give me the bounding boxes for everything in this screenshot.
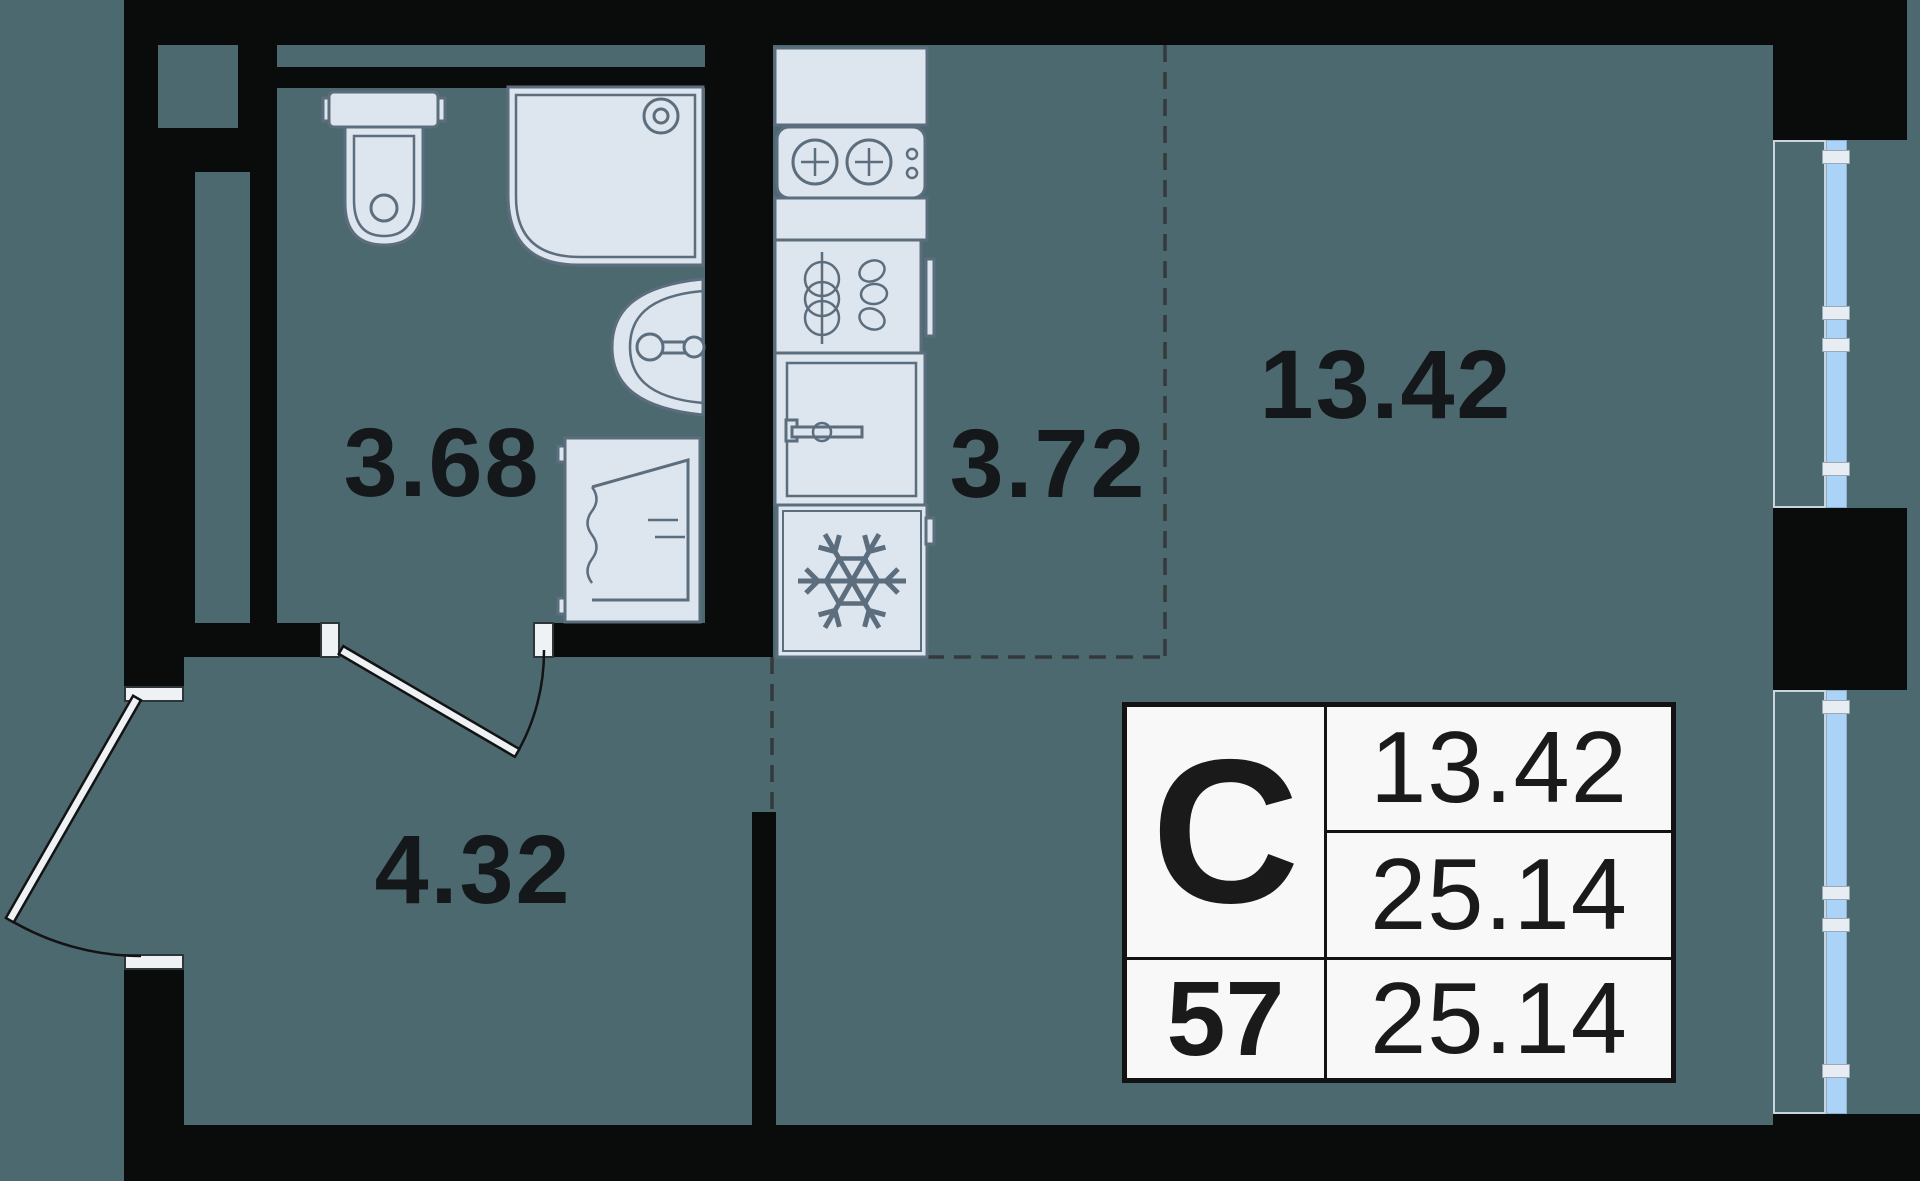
bathroom-door-icon <box>337 644 546 759</box>
wall-bathroom-bottom-right <box>553 623 773 657</box>
wall-left-above-door <box>124 657 184 686</box>
entrance-door-icon <box>4 694 143 958</box>
lower-window-sill <box>1773 690 1826 1114</box>
stove-icon <box>775 125 927 200</box>
upper-window-mullion-4 <box>1822 462 1850 476</box>
upper-window-mullion-3 <box>1822 338 1850 352</box>
unit-number-cell: 57 <box>1166 959 1285 1078</box>
wall-bathroom-bottom-left <box>124 623 323 657</box>
living-area-cell: 13.42 <box>1370 712 1628 824</box>
kitchen-area-label: 3.72 <box>949 409 1147 518</box>
wall-top <box>124 0 1907 45</box>
wall-left-below-door <box>124 970 184 1125</box>
apartment-type-cell: С <box>1151 717 1300 946</box>
wall-right-bottom <box>1773 1114 1920 1181</box>
washing-machine-icon <box>556 436 702 624</box>
table-row-divider-1 <box>1324 830 1671 833</box>
total-area-bottom-cell: 25.14 <box>1370 962 1628 1075</box>
bathroom-area-label: 3.68 <box>343 408 541 517</box>
toilet-icon <box>321 90 447 247</box>
upper-window-sill <box>1773 140 1826 508</box>
wall-bottom <box>124 1125 1920 1181</box>
hallway-area-label: 4.32 <box>374 815 572 924</box>
lower-window-mullion-4 <box>1822 1064 1850 1078</box>
lower-window-mullion-3 <box>1822 918 1850 932</box>
living-room-area-label: 13.42 <box>1259 330 1513 439</box>
wall-duct-shaft <box>195 172 250 623</box>
wall-bathroom-top <box>240 67 705 88</box>
total-area-cell: 25.14 <box>1370 838 1628 951</box>
table-column-divider <box>1324 707 1327 1078</box>
bathroom-door-jamb-left <box>320 622 340 658</box>
upper-window-mullion-1 <box>1822 150 1850 164</box>
kitchen-sink-icon <box>773 238 936 355</box>
upper-window-glass <box>1826 140 1847 508</box>
lower-window-glass <box>1826 690 1847 1114</box>
wall-right-middle <box>1773 508 1907 690</box>
kitchen-counter-icon <box>773 46 929 242</box>
upper-window-mullion-2 <box>1822 306 1850 320</box>
entrance-door-jamb-bottom <box>124 954 184 970</box>
oven-icon <box>773 351 927 507</box>
wall-bathroom-right <box>705 45 773 657</box>
wall-right-top <box>1773 0 1907 140</box>
snowflake-icon <box>798 528 906 634</box>
apartment-info-table: С 13.42 25.14 57 25.14 <box>1122 702 1676 1083</box>
table-row-divider-2 <box>1127 957 1671 960</box>
shower-icon <box>506 85 705 267</box>
wall-niche <box>158 45 238 128</box>
wall-stub-hall <box>752 812 776 1125</box>
bathroom-sink-icon <box>610 277 706 417</box>
lower-window-mullion-1 <box>1822 700 1850 714</box>
lower-window-mullion-2 <box>1822 886 1850 900</box>
zone-dashed-lines <box>770 45 1167 812</box>
